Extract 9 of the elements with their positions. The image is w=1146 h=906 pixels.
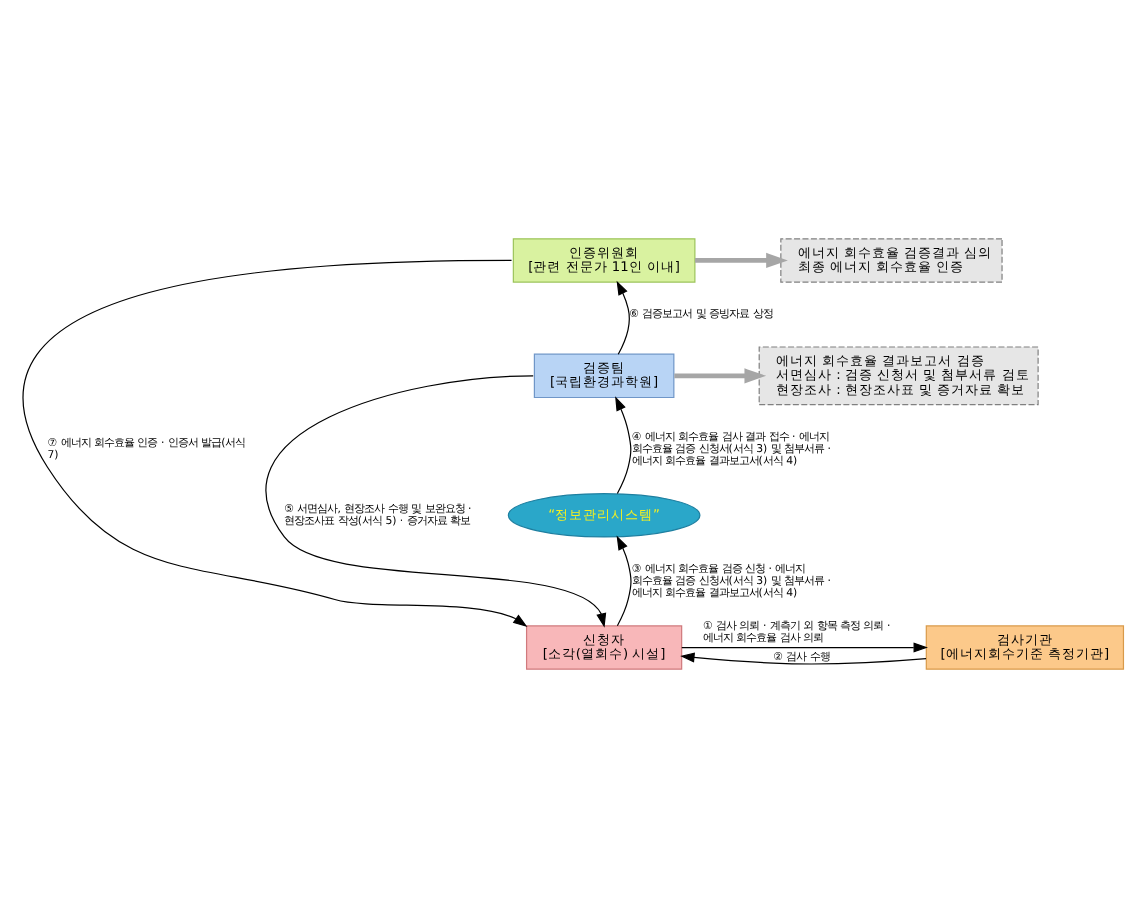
arrow (616, 534, 632, 626)
arrow (680, 651, 927, 664)
arrow (681, 641, 928, 652)
arrow (615, 395, 632, 494)
arrow (674, 367, 767, 383)
arrow (695, 251, 788, 268)
arrow (616, 279, 630, 354)
arrow (23, 258, 528, 626)
arrow (265, 374, 607, 627)
